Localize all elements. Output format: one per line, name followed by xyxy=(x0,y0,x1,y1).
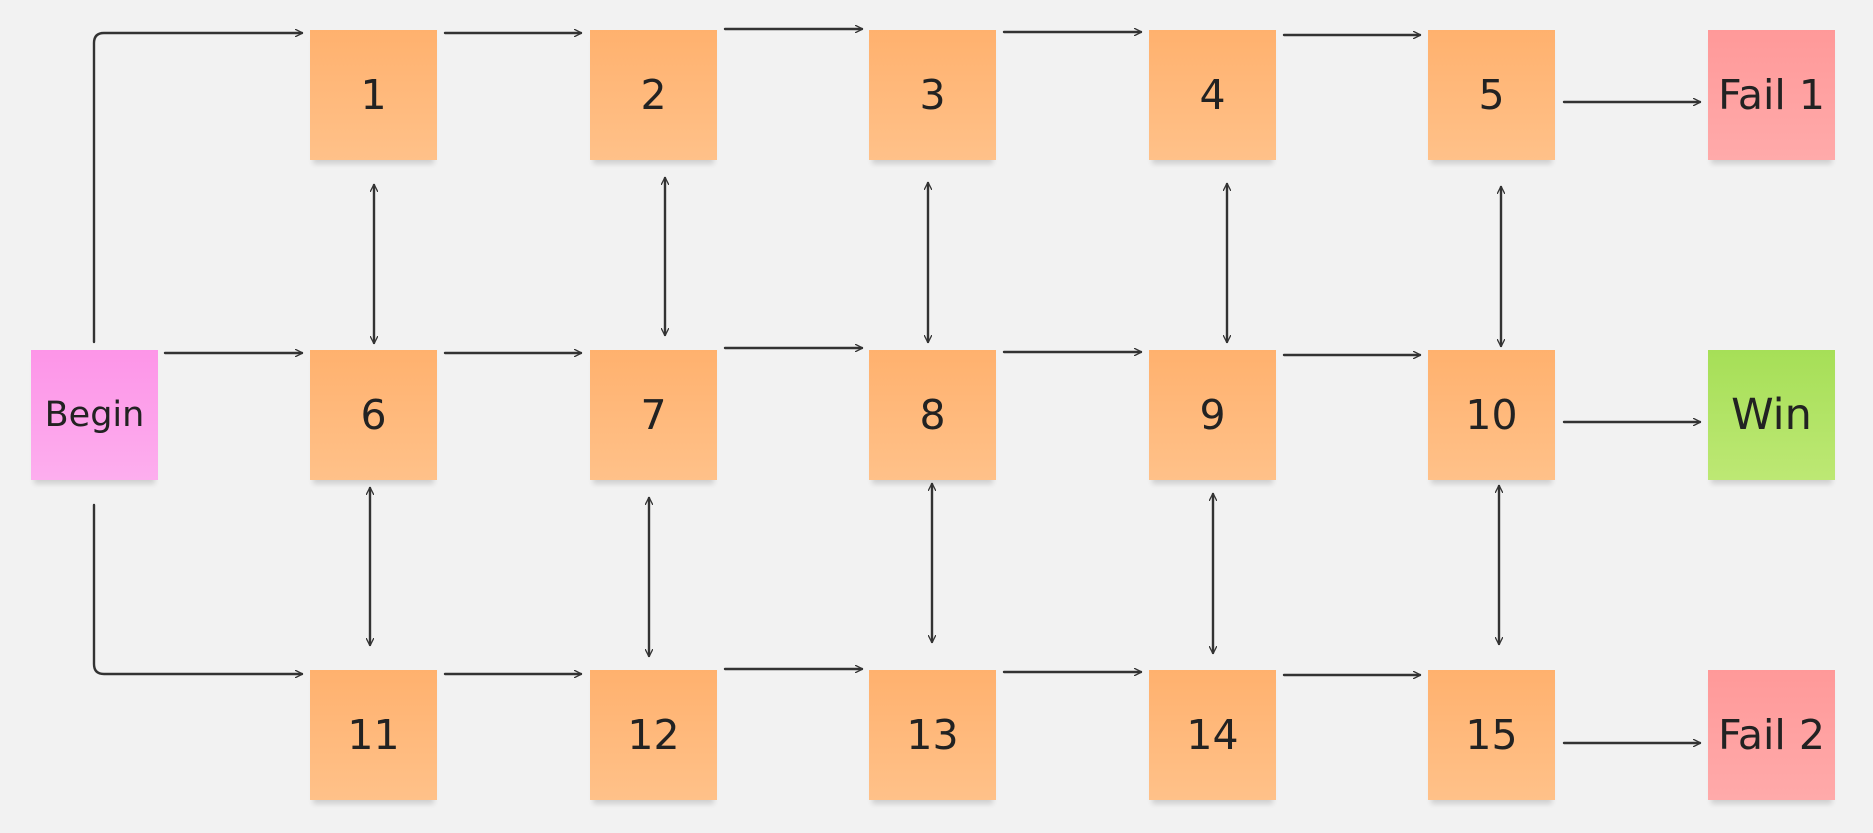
step-note-1[interactable]: 1 xyxy=(310,30,437,160)
fail-1-note[interactable]: Fail 1 xyxy=(1708,30,1835,160)
step-label: 15 xyxy=(1465,711,1518,759)
win-label: Win xyxy=(1731,390,1812,440)
step-note-2[interactable]: 2 xyxy=(590,30,717,160)
step-note-8[interactable]: 8 xyxy=(869,350,996,480)
step-label: 13 xyxy=(906,711,959,759)
fail-2-label: Fail 2 xyxy=(1718,711,1825,759)
edge-begin-11 xyxy=(92,503,304,674)
begin-label: Begin xyxy=(44,395,145,435)
step-label: 11 xyxy=(347,711,400,759)
win-note[interactable]: Win xyxy=(1708,350,1835,480)
step-note-4[interactable]: 4 xyxy=(1149,30,1276,160)
step-label: 1 xyxy=(360,71,387,119)
step-label: 3 xyxy=(919,71,946,119)
step-label: 12 xyxy=(627,711,680,759)
step-label: 9 xyxy=(1199,391,1226,439)
step-label: 6 xyxy=(360,391,387,439)
step-note-5[interactable]: 5 xyxy=(1428,30,1555,160)
step-label: 14 xyxy=(1186,711,1239,759)
step-label: 7 xyxy=(640,391,667,439)
step-note-15[interactable]: 15 xyxy=(1428,670,1555,800)
begin-note[interactable]: Begin xyxy=(31,350,158,480)
fail-2-note[interactable]: Fail 2 xyxy=(1708,670,1835,800)
step-note-3[interactable]: 3 xyxy=(869,30,996,160)
step-note-14[interactable]: 14 xyxy=(1149,670,1276,800)
step-note-13[interactable]: 13 xyxy=(869,670,996,800)
step-note-11[interactable]: 11 xyxy=(310,670,437,800)
step-note-6[interactable]: 6 xyxy=(310,350,437,480)
step-note-9[interactable]: 9 xyxy=(1149,350,1276,480)
step-label: 4 xyxy=(1199,71,1226,119)
step-note-7[interactable]: 7 xyxy=(590,350,717,480)
step-note-12[interactable]: 12 xyxy=(590,670,717,800)
step-label: 10 xyxy=(1465,391,1518,439)
step-label: 5 xyxy=(1478,71,1505,119)
edge-begin-1 xyxy=(92,33,304,344)
fail-1-label: Fail 1 xyxy=(1718,71,1825,119)
step-note-10[interactable]: 10 xyxy=(1428,350,1555,480)
step-label: 8 xyxy=(919,391,946,439)
step-label: 2 xyxy=(640,71,667,119)
